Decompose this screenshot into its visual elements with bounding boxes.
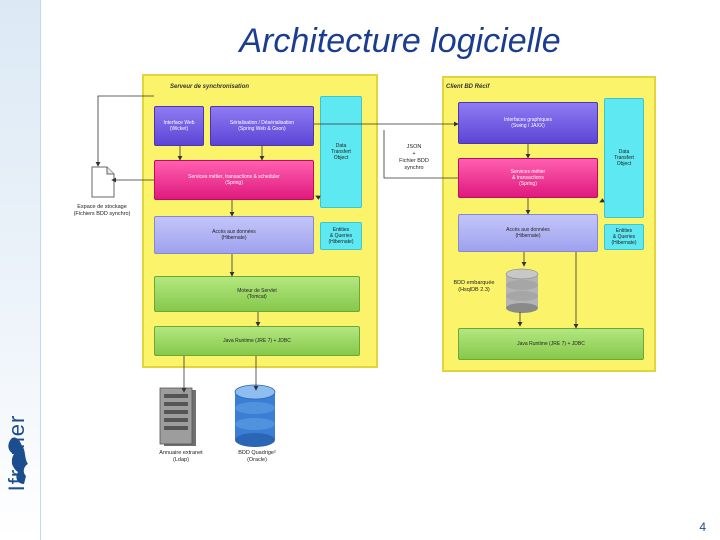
web-interface-box: Interface Web (Wicket) (154, 106, 204, 146)
ldap-server-icon (159, 387, 196, 446)
json-sync-file-label: JSON + Fichier BDD synchro (399, 144, 429, 171)
server-panel-title: Serveur de synchronisation (170, 84, 250, 90)
client-data-transfer-object-box: Data Transfert Object (604, 98, 644, 218)
page-number: 4 (699, 520, 706, 534)
file-icon (91, 166, 115, 198)
client-data-access-box: Accès aux données (Hibernate) (458, 214, 598, 252)
oracle-database-icon (234, 384, 276, 447)
data-access-box: Accès aux données (Hibernate) (154, 216, 314, 254)
business-services-box: Services métier, transactions & schedule… (154, 160, 314, 200)
slide-title: Architecture logicielle (239, 22, 561, 60)
serialization-box: Sérialisation / Désérialisation (Spring … (210, 106, 314, 146)
sidebar-divider (40, 0, 41, 540)
embedded-database-icon (505, 268, 539, 313)
client-entities-queries-box: Entities & Queries (Hibernate) (604, 224, 644, 250)
servlet-engine-box: Moteur de Servlet (Tomcat) (154, 276, 360, 312)
quadrige-database-label: BDD Quadrige² (Oracle) (238, 450, 276, 463)
client-java-runtime-box: Java Runtime (JRE 7) + JDBC (458, 328, 644, 360)
embedded-database-label: BDD embarquée (HsqlDB 2.3) (453, 280, 495, 293)
ldap-directory-label: Annuaire extranet (Ldap) (159, 450, 203, 463)
graphical-interfaces-box: Interfaces graphiques (Swing / JAXX) (458, 102, 598, 144)
storage-space-label: Espace de stockage (Fichiers BDD synchro… (73, 204, 131, 217)
data-transfer-object-box: Data Transfert Object (320, 96, 362, 208)
ifremer-logo-icon (8, 437, 28, 484)
entities-queries-box: Entities & Queries (Hibernate) (320, 222, 362, 250)
client-panel-title: Client BD Récif (446, 84, 490, 90)
